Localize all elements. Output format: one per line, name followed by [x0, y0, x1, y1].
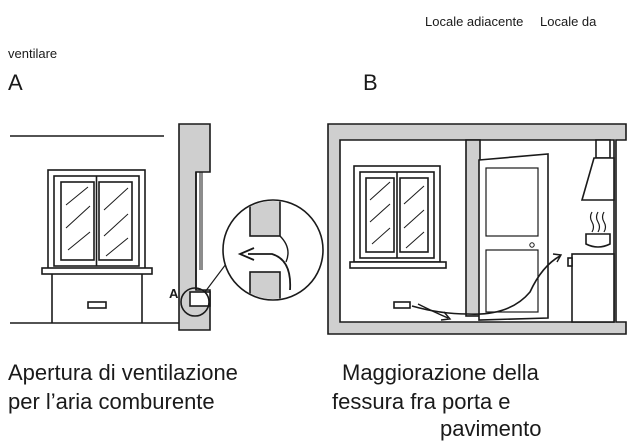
- panel-a-label: A: [8, 70, 23, 95]
- caption-b-line3: pavimento: [440, 416, 542, 441]
- panel-a-drawing: [10, 123, 324, 331]
- caption-a-line2: per l’aria comburente: [8, 389, 215, 414]
- vent-grille-a: [87, 301, 107, 309]
- caption-a-line1: Apertura di ventilazione: [8, 360, 238, 385]
- panel-b-label: B: [363, 70, 378, 95]
- detail-marker-a: A: [169, 286, 179, 301]
- caption-b-line2: fessura fra porta e: [332, 389, 511, 414]
- caption-b-line1: Maggiorazione della: [342, 360, 539, 385]
- panel-b-drawing: [327, 123, 627, 335]
- wall-section-a: [178, 123, 211, 331]
- window-a: [41, 169, 153, 323]
- partition-wall: [465, 139, 481, 317]
- detail-circle-large: [222, 199, 324, 301]
- detail-circle-small: [180, 287, 210, 317]
- stove: [571, 253, 615, 323]
- window-b: [349, 165, 447, 309]
- adjacent-room-label: Locale adiacente: [425, 14, 524, 29]
- door-b: [478, 153, 549, 321]
- cooking-pot: [585, 233, 611, 248]
- airflow-path-b: [411, 255, 561, 315]
- room-to-ventilate-label-line1: Locale da: [540, 14, 597, 29]
- room-to-ventilate-label-line2: ventilare: [8, 46, 58, 61]
- vent-grille-b: [393, 301, 411, 309]
- extractor-hood: [580, 139, 615, 201]
